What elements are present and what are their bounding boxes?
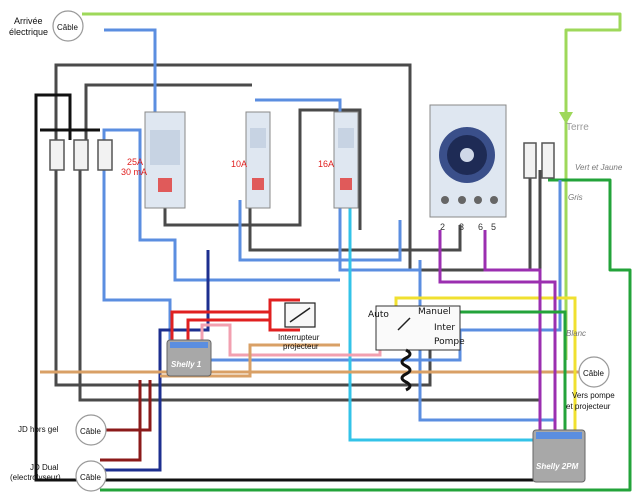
earth-wire-light-green bbox=[82, 12, 622, 150]
gray-wire-breaker bbox=[163, 108, 362, 230]
purple-wire bbox=[438, 230, 557, 430]
cable-circle-vers-pompe bbox=[578, 356, 610, 388]
breaker-25a-ma-label: 30 mA bbox=[121, 167, 147, 177]
projector-switch bbox=[284, 302, 316, 328]
breaker-10a-label: 10A bbox=[231, 159, 247, 169]
blue-wire-left bbox=[102, 128, 340, 282]
shelly-2pm-device bbox=[532, 429, 586, 483]
purple-wire-2 bbox=[483, 230, 542, 430]
interrupteur-label-2: projecteur bbox=[283, 342, 319, 351]
gray-wire-left bbox=[84, 83, 252, 140]
blue-wire-down bbox=[102, 170, 562, 362]
vers-pompe-label-2: et projecteur bbox=[566, 402, 611, 411]
timer-terminal-2: 2 bbox=[440, 222, 445, 232]
shelly-1-brand: Shelly 1 bbox=[171, 360, 202, 369]
gray-wire-top bbox=[54, 63, 412, 240]
blue-wires bbox=[102, 28, 562, 442]
arrivee-label-1: Arrivée bbox=[14, 16, 43, 26]
coil bbox=[400, 348, 412, 392]
dark-red-wires bbox=[100, 380, 152, 462]
dark-red-2 bbox=[100, 380, 142, 462]
gray-wire-mid bbox=[248, 200, 462, 252]
blue-wire-top bbox=[104, 28, 157, 115]
timer-terminal-6: 6 bbox=[478, 222, 483, 232]
cable-label-vers-pompe: Câble bbox=[583, 369, 604, 378]
breaker-10a bbox=[245, 111, 271, 209]
gray-wire-right bbox=[408, 170, 532, 272]
timer-terminal-5: 5 bbox=[491, 222, 496, 232]
earth-arrow-head bbox=[559, 112, 573, 124]
breaker-25a bbox=[144, 111, 186, 209]
timer-module bbox=[429, 104, 507, 218]
pump-selector bbox=[375, 305, 461, 351]
vers-pompe-label-1: Vers pompe bbox=[572, 391, 615, 400]
interrupteur-label-1: Interrupteur bbox=[278, 333, 320, 342]
selector-pompe-label: Pompe bbox=[434, 337, 465, 347]
breaker-25a-label: 25A bbox=[127, 157, 143, 167]
cable-circle-arrivee bbox=[52, 10, 84, 42]
selector-manuel-label: Manuel bbox=[418, 307, 451, 317]
orange-wire-1 bbox=[40, 360, 602, 374]
gray-wire-low bbox=[54, 170, 432, 387]
blanc-label: Blanc bbox=[566, 329, 586, 338]
timer-terminal-3: 3 bbox=[459, 222, 464, 232]
selector-auto-label: Auto bbox=[368, 310, 389, 320]
shelly-1-device bbox=[166, 339, 212, 377]
jd-dual-label-1: JD Dual bbox=[30, 463, 59, 472]
red-wires bbox=[170, 298, 300, 340]
breaker-16a-label: 16A bbox=[318, 159, 334, 169]
pink-wire bbox=[200, 323, 382, 357]
red-wire-to-switch bbox=[268, 300, 300, 332]
cable-circle-dual bbox=[75, 460, 107, 492]
arrivee-label-2: électrique bbox=[9, 27, 48, 37]
fuse-holders-right bbox=[523, 142, 555, 179]
cable-circle-hors-gel bbox=[75, 414, 107, 446]
cable-label-hors-gel: Câble bbox=[80, 427, 101, 436]
dark-red-1 bbox=[100, 380, 152, 432]
gris-label: Gris bbox=[568, 193, 583, 202]
cable-label-dual: Câble bbox=[80, 473, 101, 482]
vert-jaune-wire bbox=[100, 178, 632, 492]
blue-wire-mid bbox=[238, 200, 402, 262]
vert-jaune-label: Vert et Jaune bbox=[575, 163, 623, 172]
cable-label-arrivee: Câble bbox=[57, 23, 78, 32]
shelly-2pm-brand: Shelly 2PM bbox=[536, 462, 579, 471]
red-wire-2 bbox=[186, 318, 270, 340]
breaker-16a bbox=[333, 111, 359, 209]
black-wire bbox=[34, 93, 540, 482]
selector-inter-label: Inter bbox=[434, 323, 455, 333]
navy-wire bbox=[90, 250, 210, 472]
fuse-holders-left bbox=[49, 139, 113, 171]
terre-label: Terre bbox=[566, 122, 589, 133]
jd-dual-label-2: (electrolyseur) bbox=[10, 473, 61, 482]
jd-hors-gel-label: JD hors gel bbox=[18, 425, 59, 434]
